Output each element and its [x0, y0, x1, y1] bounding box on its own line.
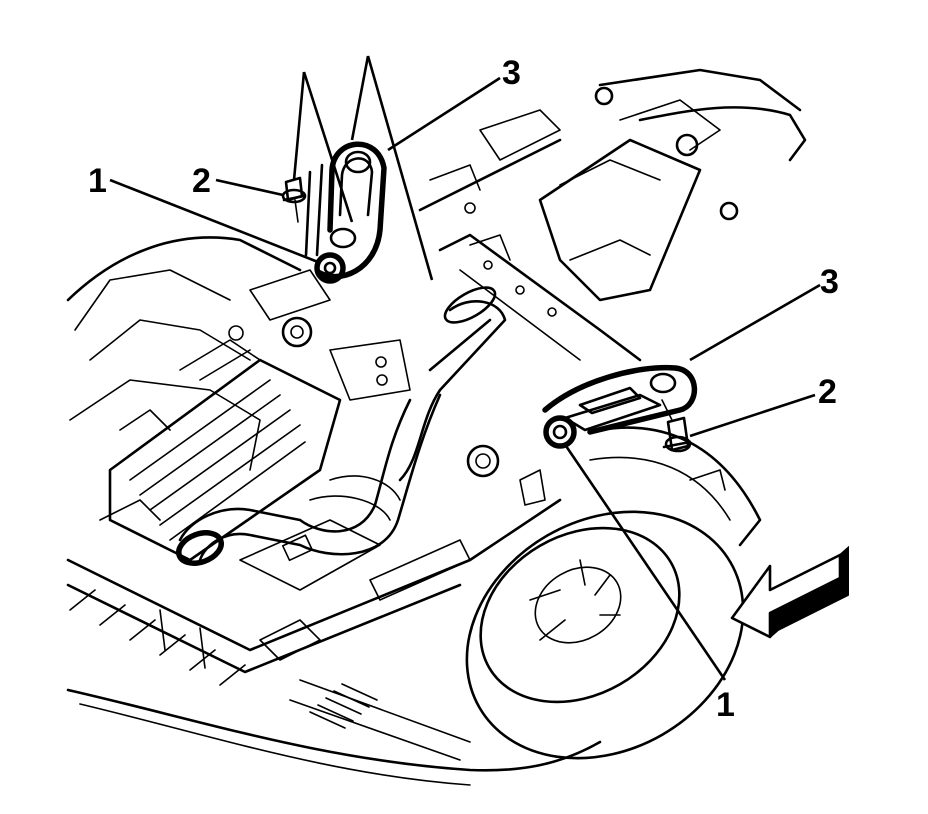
front-direction-arrow-icon: [730, 545, 849, 639]
callout-1-bottom: 1: [716, 686, 735, 724]
callout-2-top: 2: [192, 162, 211, 200]
leader-lines: [109, 55, 821, 681]
callout-1-top: 1: [88, 162, 107, 200]
nut-upper-left: [314, 252, 346, 284]
mount-bracket-upper-left: [304, 141, 387, 280]
underbody-linework: [66, 68, 807, 786]
callout-3-top: 3: [502, 54, 521, 92]
bolt-upper-left: [281, 176, 307, 223]
callout-2-right: 2: [818, 373, 837, 411]
callout-3-right: 3: [820, 263, 839, 301]
bolt-right: [661, 399, 692, 453]
nut-right: [543, 415, 577, 449]
mount-bracket-right: [542, 364, 698, 435]
